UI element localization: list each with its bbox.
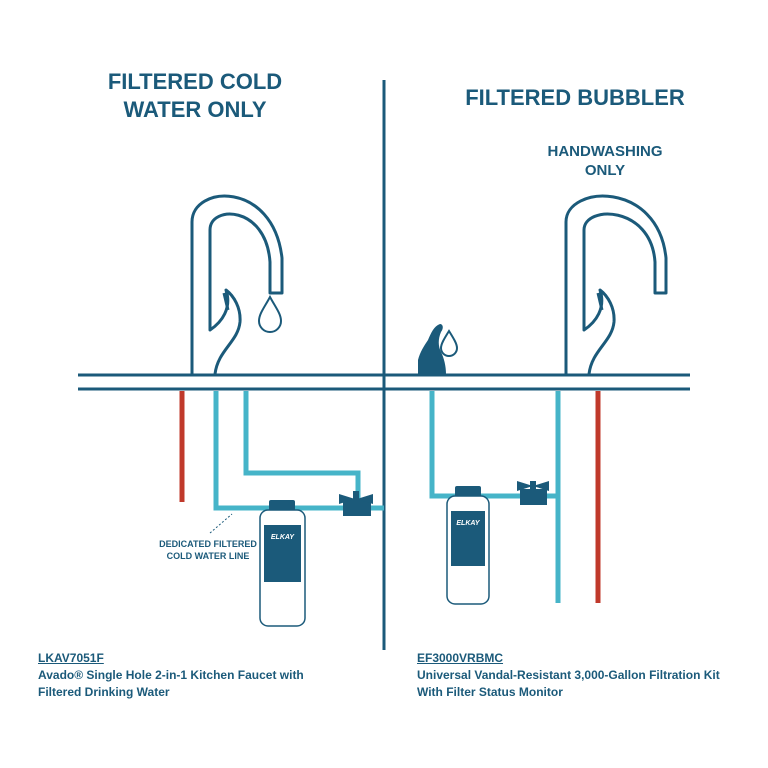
left-product-caption: LKAV7051F Avado® Single Hole 2-in-1 Kitc… xyxy=(38,650,358,701)
left-product-model-link[interactable]: LKAV7051F xyxy=(38,651,104,665)
filter-logo-left: ELKAY xyxy=(271,534,296,541)
dedicated-line-annotation: DEDICATED FILTERED COLD WATER LINE xyxy=(138,538,278,562)
right-product-desc-line2: With Filter Status Monitor xyxy=(417,685,563,699)
left-heading-line1: FILTERED COLD xyxy=(107,69,283,94)
right-subheading-line1: HANDWASHING xyxy=(547,143,663,160)
faucet-icon-left xyxy=(190,194,284,375)
right-subheading-line2: ONLY xyxy=(584,162,626,179)
annotation-leader xyxy=(209,513,233,534)
right-product-desc-line1: Universal Vandal-Resistant 3,000-Gallon … xyxy=(417,668,720,682)
right-heading: FILTERED BUBBLER xyxy=(465,85,685,110)
left-product-desc-line2: Filtered Drinking Water xyxy=(38,685,170,699)
filter-cartridge-icon-right: ELKAY xyxy=(446,486,490,605)
valve-icon-right xyxy=(517,481,549,505)
filter-cartridge-icon-left: ELKAY xyxy=(259,500,306,627)
water-drop-icon-bubbler xyxy=(439,329,459,357)
filtered-water-lines-right xyxy=(429,391,561,603)
countertop xyxy=(78,373,690,391)
filter-logo-right: ELKAY xyxy=(456,520,481,527)
left-product-desc-line1: Avado® Single Hole 2-in-1 Kitchen Faucet… xyxy=(38,668,304,682)
annotation-line2: COLD WATER LINE xyxy=(166,551,250,561)
annotation-line1: DEDICATED FILTERED xyxy=(159,539,257,549)
right-product-model-link[interactable]: EF3000VRBMC xyxy=(417,651,504,665)
left-heading: FILTERED COLD WATER ONLY xyxy=(60,68,330,124)
water-drop-icon-left xyxy=(257,294,283,333)
right-subheading: HANDWASHING ONLY xyxy=(505,142,705,180)
filtered-water-lines-left xyxy=(213,391,384,511)
left-heading-line2: WATER ONLY xyxy=(123,97,267,122)
faucet-icon-right xyxy=(564,194,668,375)
right-product-caption: EF3000VRBMC Universal Vandal-Resistant 3… xyxy=(417,650,747,701)
valve-icon-left xyxy=(339,491,373,516)
bubbler-icon xyxy=(418,324,446,374)
